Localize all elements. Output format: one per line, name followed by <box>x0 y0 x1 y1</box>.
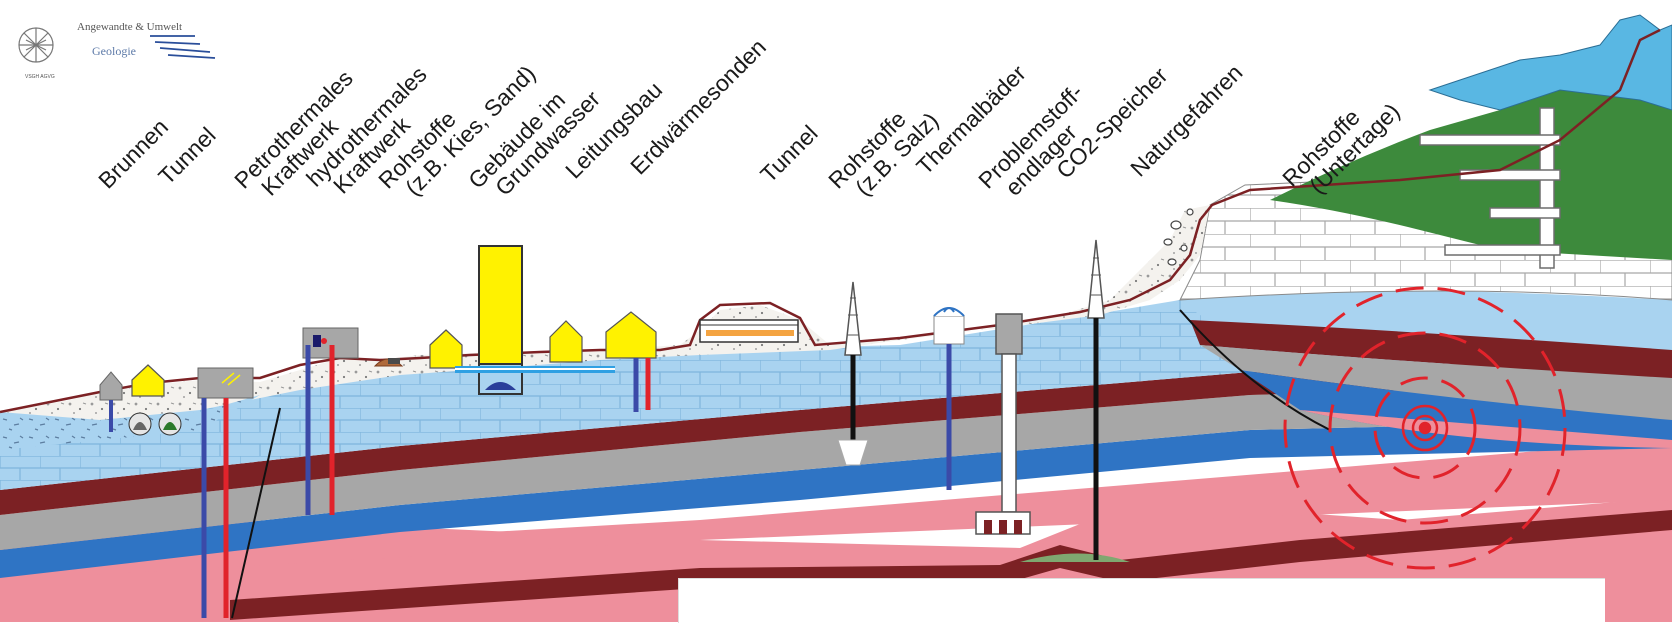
house-2 <box>429 329 463 369</box>
label-line: Brunnen <box>93 114 173 194</box>
house-1 <box>131 364 165 397</box>
well-house <box>99 371 123 432</box>
label-line: Tunnel <box>755 120 823 188</box>
petrothermal-plant <box>197 367 281 619</box>
logo-line-2: Geologie <box>92 44 136 58</box>
logo: VSGH AGVG Angewandte & Umwelt Geologie <box>18 21 216 80</box>
cut-cover-tunnel <box>699 319 799 343</box>
mountain-ice <box>1428 14 1672 111</box>
gravel-pit <box>373 358 404 367</box>
house-3 <box>549 320 583 363</box>
tunnel-tubes <box>128 412 182 436</box>
waste-repository <box>975 313 1031 535</box>
epicenter-icon <box>1401 404 1449 452</box>
salt-drilling-rig <box>837 281 869 466</box>
earthquake-icon <box>1283 286 1567 570</box>
caption-box <box>678 578 1605 623</box>
pipeline <box>455 366 615 373</box>
gravel-layer <box>0 205 1210 430</box>
label-gebaeude: Gebäude imGrundwasser <box>463 68 605 210</box>
logo-stripes-icon <box>150 35 216 59</box>
grey-layer <box>0 382 1672 550</box>
thermal-bath <box>933 307 965 490</box>
label-brunnen: Brunnen <box>93 114 173 194</box>
ground-surface <box>0 28 1661 414</box>
emblem-text: VSGH AGVG <box>25 74 55 80</box>
hydrothermal-plant <box>302 327 359 515</box>
deep-clay-layer <box>230 510 1672 620</box>
house-geothermal-probe <box>605 311 657 412</box>
co2-drilling-rig <box>1087 239 1105 560</box>
fault-line <box>1179 309 1331 431</box>
folded-aquifer <box>1180 290 1672 355</box>
co2-storage-pocket <box>1020 553 1130 562</box>
logo-line-1: Angewandte & Umwelt <box>77 21 182 33</box>
emblem-icon <box>18 27 54 63</box>
label-tunnel-2: Tunnel <box>755 120 823 188</box>
rockfall-icon <box>1163 208 1194 266</box>
